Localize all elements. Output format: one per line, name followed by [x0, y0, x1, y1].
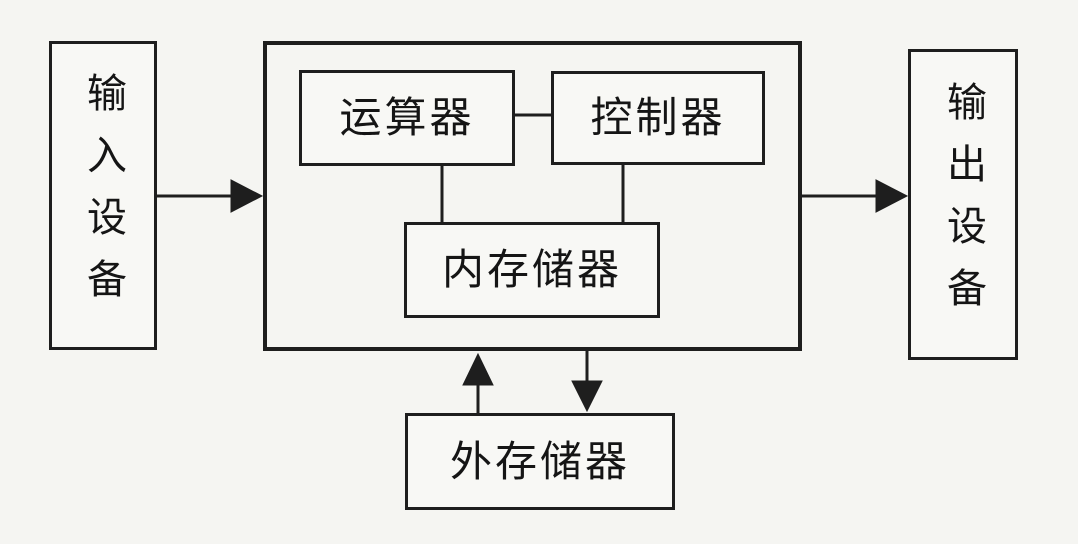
- arrowhead-host-to-output: [875, 179, 909, 213]
- node-host-box: [263, 41, 802, 351]
- node-external-memory-label: 外存储器: [449, 437, 630, 485]
- node-alu: 运算器: [299, 70, 515, 166]
- node-external-memory: 外存储器: [405, 413, 675, 510]
- arrowhead-host-to-external-memory: [571, 380, 603, 413]
- node-internal-memory-label: 内存储器: [441, 246, 622, 293]
- node-output-device-label: 输出设备: [941, 80, 985, 329]
- node-controller-label: 控制器: [590, 94, 726, 141]
- node-input-device: 输入设备: [49, 41, 157, 350]
- arrowhead-external-memory-to-host: [462, 352, 494, 386]
- node-controller: 控制器: [551, 71, 765, 165]
- node-internal-memory: 内存储器: [404, 222, 660, 318]
- node-output-device: 输出设备: [908, 49, 1018, 360]
- node-input-device-label: 输入设备: [81, 71, 125, 320]
- node-alu-label: 运算器: [339, 94, 475, 141]
- arrowhead-input-to-host: [230, 179, 264, 213]
